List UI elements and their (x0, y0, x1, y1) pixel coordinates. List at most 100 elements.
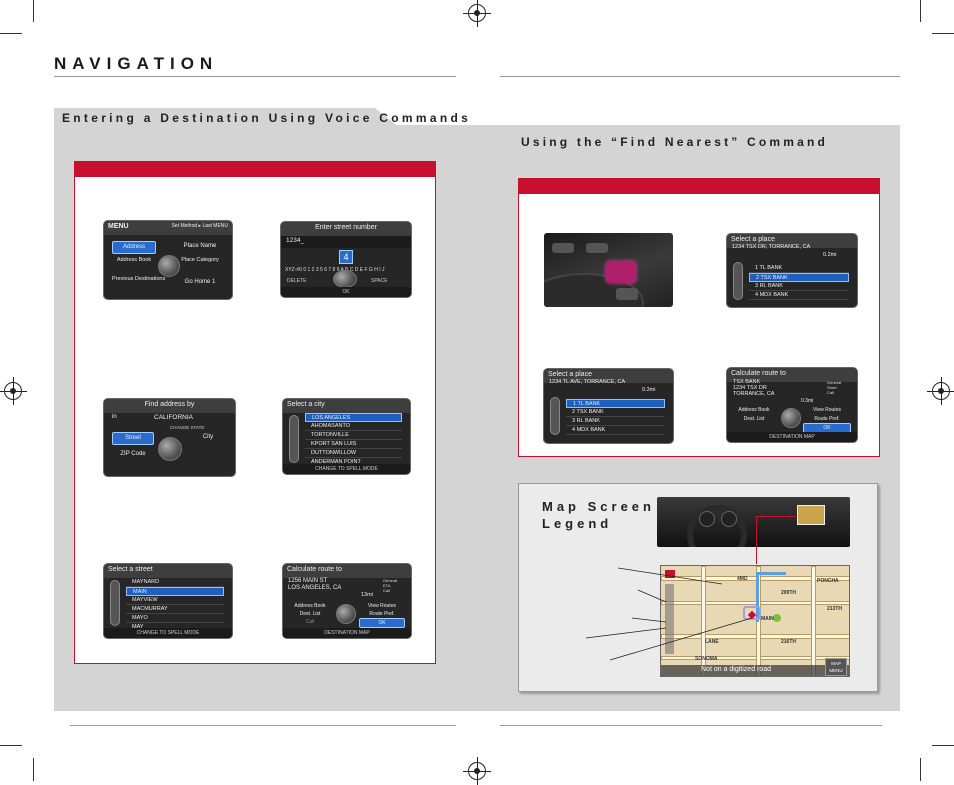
previous-destinations-button[interactable]: Previous Destinations (112, 276, 166, 282)
gauge-icon (721, 511, 737, 527)
map-label: PONCHA (817, 578, 839, 584)
back-button-icon (616, 288, 638, 300)
dest-list-button[interactable]: Dest. List (743, 416, 765, 422)
place-category-button[interactable]: Place Category (181, 257, 219, 263)
screen-title: Calculate route to (727, 368, 857, 382)
list-item[interactable]: 2 TSX BANK (749, 273, 849, 282)
route-distance: 13mi (361, 592, 373, 598)
call-button[interactable]: Call (305, 619, 315, 625)
list-item[interactable]: 3 RL BANK (749, 282, 849, 291)
destination-map-button[interactable]: DESTINATION MAP (727, 432, 857, 442)
zip-code-button[interactable]: ZIP Code (120, 451, 146, 457)
divider (500, 725, 882, 726)
address-book-button[interactable]: Address Book (116, 257, 152, 263)
box-header-bar (75, 162, 435, 177)
character-wheel[interactable]: XYZ-#0 0 1 2 3 5 6 7 8 9 A B C D E F G H… (285, 267, 385, 273)
route-address-line: TSX BANK (733, 379, 761, 385)
poi-icon (773, 614, 781, 622)
spell-mode-button[interactable]: CHANGE TO SPELL MODE (104, 628, 232, 638)
hangup-button-icon (586, 243, 608, 253)
view-routes-button[interactable]: View Routes (368, 603, 396, 609)
list-item[interactable]: TORTONVILLE (305, 431, 402, 440)
crop-mark (932, 33, 954, 34)
map-screen: 4MD 209TH 216TH 213TH LANE SONOMA PONCHA… (660, 565, 850, 677)
screen-title: Select a place (544, 369, 673, 383)
gauge-icon (699, 511, 715, 527)
entry-field[interactable]: 1234_ (281, 236, 411, 248)
route-type: General (383, 578, 398, 583)
list-item[interactable]: LOS ANGELES (305, 413, 402, 422)
scrollbar[interactable] (733, 262, 743, 300)
scrollbar[interactable] (110, 580, 120, 626)
steering-wheel-controls-photo (544, 233, 673, 307)
ok-button[interactable]: OK (281, 287, 411, 297)
space-button[interactable]: SPACE (371, 278, 388, 284)
box-header-bar (519, 179, 879, 194)
address-book-button[interactable]: Address Book (294, 603, 326, 609)
select-city-screen: Select a city LOS ANGELES AHOMASANTO TOR… (283, 399, 410, 474)
screen-title: Select a city (283, 399, 410, 413)
list-item[interactable]: KPORT SAN LUIS (305, 440, 402, 449)
registration-mark-icon (463, 757, 491, 785)
route-pref-button[interactable]: Route Pref. (369, 611, 395, 617)
map-road (661, 634, 849, 639)
screen-header: MENU Set Method ▸ Last MENU (104, 221, 232, 235)
divider (500, 76, 900, 77)
route-line (756, 572, 759, 622)
map-scale-bar[interactable] (665, 584, 674, 654)
place-address: 1234 TL AVE, TORRANCE, CA (549, 379, 626, 385)
crop-mark (33, 0, 34, 22)
route-types: General ETA Call (383, 578, 397, 593)
crop-mark (920, 0, 921, 22)
list-item[interactable]: MACMURRAY (126, 605, 224, 614)
list-item[interactable]: 3 RL BANK (566, 417, 665, 426)
map-road (661, 656, 849, 660)
interface-dial-icon (781, 408, 801, 428)
destination-map-button[interactable]: DESTINATION MAP (283, 628, 411, 638)
divider (70, 725, 456, 726)
map-label: 4MD (737, 576, 748, 582)
city-button[interactable]: City (202, 434, 214, 440)
place-name-button[interactable]: Place Name (183, 243, 217, 249)
route-pref-button[interactable]: Route Pref. (814, 416, 840, 422)
list-item[interactable]: DUTTONWILLOW (305, 449, 402, 458)
list-item[interactable]: MAYNARD (126, 578, 224, 587)
change-state-button[interactable]: CHANGE STATE (170, 425, 205, 430)
list-item[interactable]: AHOMASANTO (305, 422, 402, 431)
route-address-line: 1256 MAIN ST (288, 578, 328, 584)
go-home-button[interactable]: Go Home 1 (184, 279, 216, 285)
dest-list-button[interactable]: Dest. List (299, 611, 321, 617)
map-menu-button[interactable]: MAP MENU (825, 658, 847, 676)
scrollbar[interactable] (289, 415, 299, 463)
list-item[interactable]: 1 TL BANK (566, 399, 665, 408)
address-book-button[interactable]: Address Book (738, 407, 770, 413)
list-item[interactable]: 2 TSX BANK (566, 408, 665, 417)
legend-title: Map Screen (542, 499, 655, 514)
route-address-line: 1234 TSX DR (733, 385, 767, 391)
list-item[interactable]: MAYO (126, 614, 224, 623)
ok-button[interactable]: OK (359, 618, 405, 628)
list-item[interactable]: MAYVIEW (126, 596, 224, 605)
city-list: LOS ANGELES AHOMASANTO TORTONVILLE KPORT… (305, 413, 402, 467)
delete-button[interactable]: DELETE (287, 278, 307, 284)
selected-digit[interactable]: 4 (339, 250, 353, 264)
route-types: General Short Call (827, 380, 841, 395)
connector-line (756, 516, 796, 517)
list-item[interactable]: MAIN (126, 587, 224, 596)
screen-header-right: Set Method ▸ Last MENU (171, 223, 228, 229)
screen-title: Select a street (104, 564, 232, 578)
street-button[interactable]: Street (112, 432, 154, 445)
scrollbar[interactable] (550, 397, 560, 435)
place-distance: 0.3mi (642, 387, 656, 393)
address-button[interactable]: Address (112, 241, 156, 254)
list-item[interactable]: 4 MDX BANK (566, 426, 665, 435)
callout-line (617, 567, 723, 585)
map-status-text: Not on a digitized road (701, 666, 772, 673)
legend-callout-lines (585, 567, 753, 661)
place-distance: 0.2mi (823, 252, 837, 258)
spell-mode-button[interactable]: CHANGE TO SPELL MODE (283, 464, 410, 474)
north-arrow-icon (665, 570, 675, 578)
view-routes-button[interactable]: View Routes (813, 407, 841, 413)
list-item[interactable]: 1 TL BANK (749, 264, 849, 273)
list-item[interactable]: 4 MDX BANK (749, 291, 849, 300)
